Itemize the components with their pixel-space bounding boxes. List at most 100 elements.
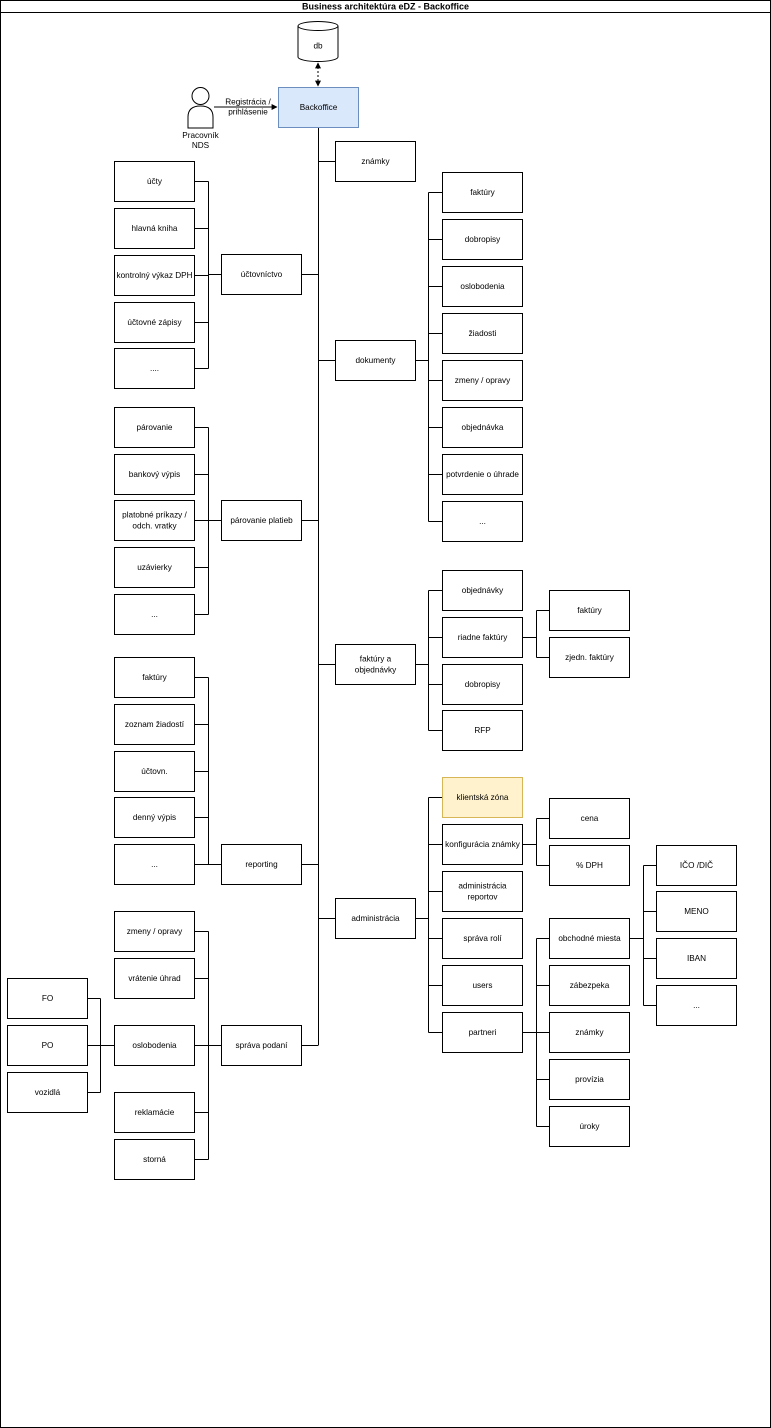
node-reporting-denny-vypis: denný výpis (114, 797, 195, 838)
node-parovanie-platieb-ellipsis-box (114, 594, 195, 635)
node-admin-partneri-label: partneri (469, 1028, 497, 1037)
node-admin-sprava-roli-label: správa rolí (463, 934, 502, 943)
node-dokumenty-ellipsis-label: ... (479, 517, 486, 526)
node-fao-riadne-faktury-label: riadne faktúry (458, 633, 509, 642)
node-uctovnictvo-kontrolny-vykaz-dph: kontrolný výkaz DPH (114, 255, 195, 296)
node-uctovnictvo-uctovne-zapisy: účtovné zápisy (114, 302, 195, 343)
node-fao-rfp-label: RFP (474, 726, 491, 735)
branch-faktury-a-objednavky-box (335, 644, 416, 685)
branch-dokumenty-label: dokumenty (355, 356, 396, 365)
node-sprava-podani-reklamacie: reklamácie (114, 1092, 195, 1133)
node-partneri-uroky: úroky (549, 1106, 630, 1147)
login-label-line1: Registrácia / (225, 98, 271, 107)
node-dokumenty-faktury-label: faktúry (470, 188, 495, 197)
node-parovanie-platieb-uzavierky-box (114, 547, 195, 588)
backoffice-node: Backoffice (278, 87, 359, 128)
node-fao-objednavky: objednávky (442, 570, 523, 611)
node-sprava-podani-vratenie-uhrad-box (114, 958, 195, 999)
branch-administracia: administrácia (335, 898, 416, 939)
node-uctovnictvo-hlavna-kniha: hlavná kniha (114, 208, 195, 249)
node-vozidla-label: vozidlá (35, 1088, 61, 1097)
node-parovanie-platieb-platobne-prikazy-odch-vratky: platobné príkazy /odch. vratky (114, 500, 195, 541)
node-reporting-uctovn-box (114, 751, 195, 792)
node-obchodne-miesta-iban-box (656, 938, 737, 979)
node-parovanie-platieb-bankovy-vypis-box (114, 454, 195, 495)
node-dokumenty-objednavka: objednávka (442, 407, 523, 448)
node-parovanie-platieb-platobne-prikazy-odch-vratky-box (114, 500, 195, 541)
database-label: db (313, 42, 323, 51)
node-sprava-podani-oslobodenia-label: oslobodenia (132, 1041, 177, 1050)
node-sprava-podani-storna-label: storná (143, 1155, 166, 1164)
node-parovanie-platieb-parovanie-box (114, 407, 195, 448)
node-admin-konfiguracia-znamky-box (442, 824, 523, 865)
node-dokumenty-faktury-box (442, 172, 523, 213)
node-vozidla: vozidlá (7, 1072, 88, 1113)
actor-label-line2: NDS (192, 141, 210, 150)
node-uctovnictvo-kontrolny-vykaz-dph-box (114, 255, 195, 296)
node-dokumenty-potvrdenie-o-uhrade-label: potvrdenie o úhrade (446, 470, 519, 479)
node-admin-administracia-reportov-box (442, 871, 523, 912)
node-partneri-uroky-label: úroky (579, 1122, 600, 1131)
node-admin-klientska-zona-label: klientská zóna (457, 793, 509, 802)
node-partneri-provizia-box (549, 1059, 630, 1100)
branch-sprava-podani: správa podaní (221, 1025, 302, 1066)
node-obchodne-miesta-ellipsis-box (656, 985, 737, 1026)
node-dokumenty-faktury: faktúry (442, 172, 523, 213)
branch-reporting: reporting (221, 844, 302, 885)
node-parovanie-platieb-ellipsis-label: ... (151, 610, 158, 619)
node-parovanie-platieb-uzavierky-label: uzávierky (137, 563, 172, 572)
branch-administracia-box (335, 898, 416, 939)
node-sprava-podani-zmeny-opravy-box (114, 911, 195, 952)
node-reporting-ellipsis: ... (114, 844, 195, 885)
node-reporting-denny-vypis-box (114, 797, 195, 838)
node-sprava-podani-reklamacie-box (114, 1092, 195, 1133)
branch-reporting-box (221, 844, 302, 885)
node-konfiguracia-cena: cena (549, 798, 630, 839)
node-obchodne-miesta-ico-dic-label: IČO /DIČ (680, 860, 713, 870)
node-sprava-podani-storna-box (114, 1139, 195, 1180)
node-fo: FO (7, 978, 88, 1019)
node-dokumenty-ziadosti-box (442, 313, 523, 354)
node-admin-klientska-zona: klientská zóna (442, 777, 523, 818)
node-uctovnictvo-ellipsis-box (114, 348, 195, 389)
connector-lines (87, 127, 657, 1160)
branch-dokumenty: dokumenty (335, 340, 416, 381)
backoffice-node-box (278, 87, 359, 128)
node-po-label: PO (42, 1041, 54, 1050)
node-admin-partneri-box (442, 1012, 523, 1053)
node-riadne-faktury-zjedn-faktury-box (549, 637, 630, 678)
node-fao-objednavky-box (442, 570, 523, 611)
node-reporting-faktury: faktúry (114, 657, 195, 698)
node-fo-box (7, 978, 88, 1019)
node-dokumenty-potvrdenie-o-uhrade: potvrdenie o úhrade (442, 454, 523, 495)
node-konfiguracia-dph-box (549, 845, 630, 886)
node-sprava-podani-zmeny-opravy: zmeny / opravy (114, 911, 195, 952)
branch-uctovnictvo-box (221, 254, 302, 295)
user-icon (187, 87, 214, 129)
node-obchodne-miesta-ellipsis-label: ... (693, 1001, 700, 1010)
node-reporting-uctovn: účtovn. (114, 751, 195, 792)
node-obchodne-miesta-meno: MENO (656, 891, 737, 932)
node-admin-sprava-roli-box (442, 918, 523, 959)
node-partneri-provizia: provízia (549, 1059, 630, 1100)
branch-sprava-podani-label: správa podaní (236, 1041, 289, 1050)
node-obchodne-miesta-meno-label: MENO (684, 907, 709, 916)
branch-parovanie-platieb: párovanie platieb (221, 500, 302, 541)
node-dokumenty-oslobodenia-label: oslobodenia (460, 282, 505, 291)
node-reporting-faktury-box (114, 657, 195, 698)
node-reporting-ellipsis-box (114, 844, 195, 885)
node-partneri-obchodne-miesta-box (549, 918, 630, 959)
node-dokumenty-oslobodenia: oslobodenia (442, 266, 523, 307)
node-uctovnictvo-uctovne-zapisy-box (114, 302, 195, 343)
node-sprava-podani-oslobodenia: oslobodenia (114, 1025, 195, 1066)
node-riadne-faktury-faktury-label: faktúry (577, 606, 602, 615)
node-po-box (7, 1025, 88, 1066)
branch-sprava-podani-box (221, 1025, 302, 1066)
branch-uctovnictvo: účtovníctvo (221, 254, 302, 295)
node-obchodne-miesta-ico-dic: IČO /DIČ (656, 845, 737, 886)
node-riadne-faktury-faktury-box (549, 590, 630, 631)
backoffice-node-label: Backoffice (300, 103, 338, 112)
